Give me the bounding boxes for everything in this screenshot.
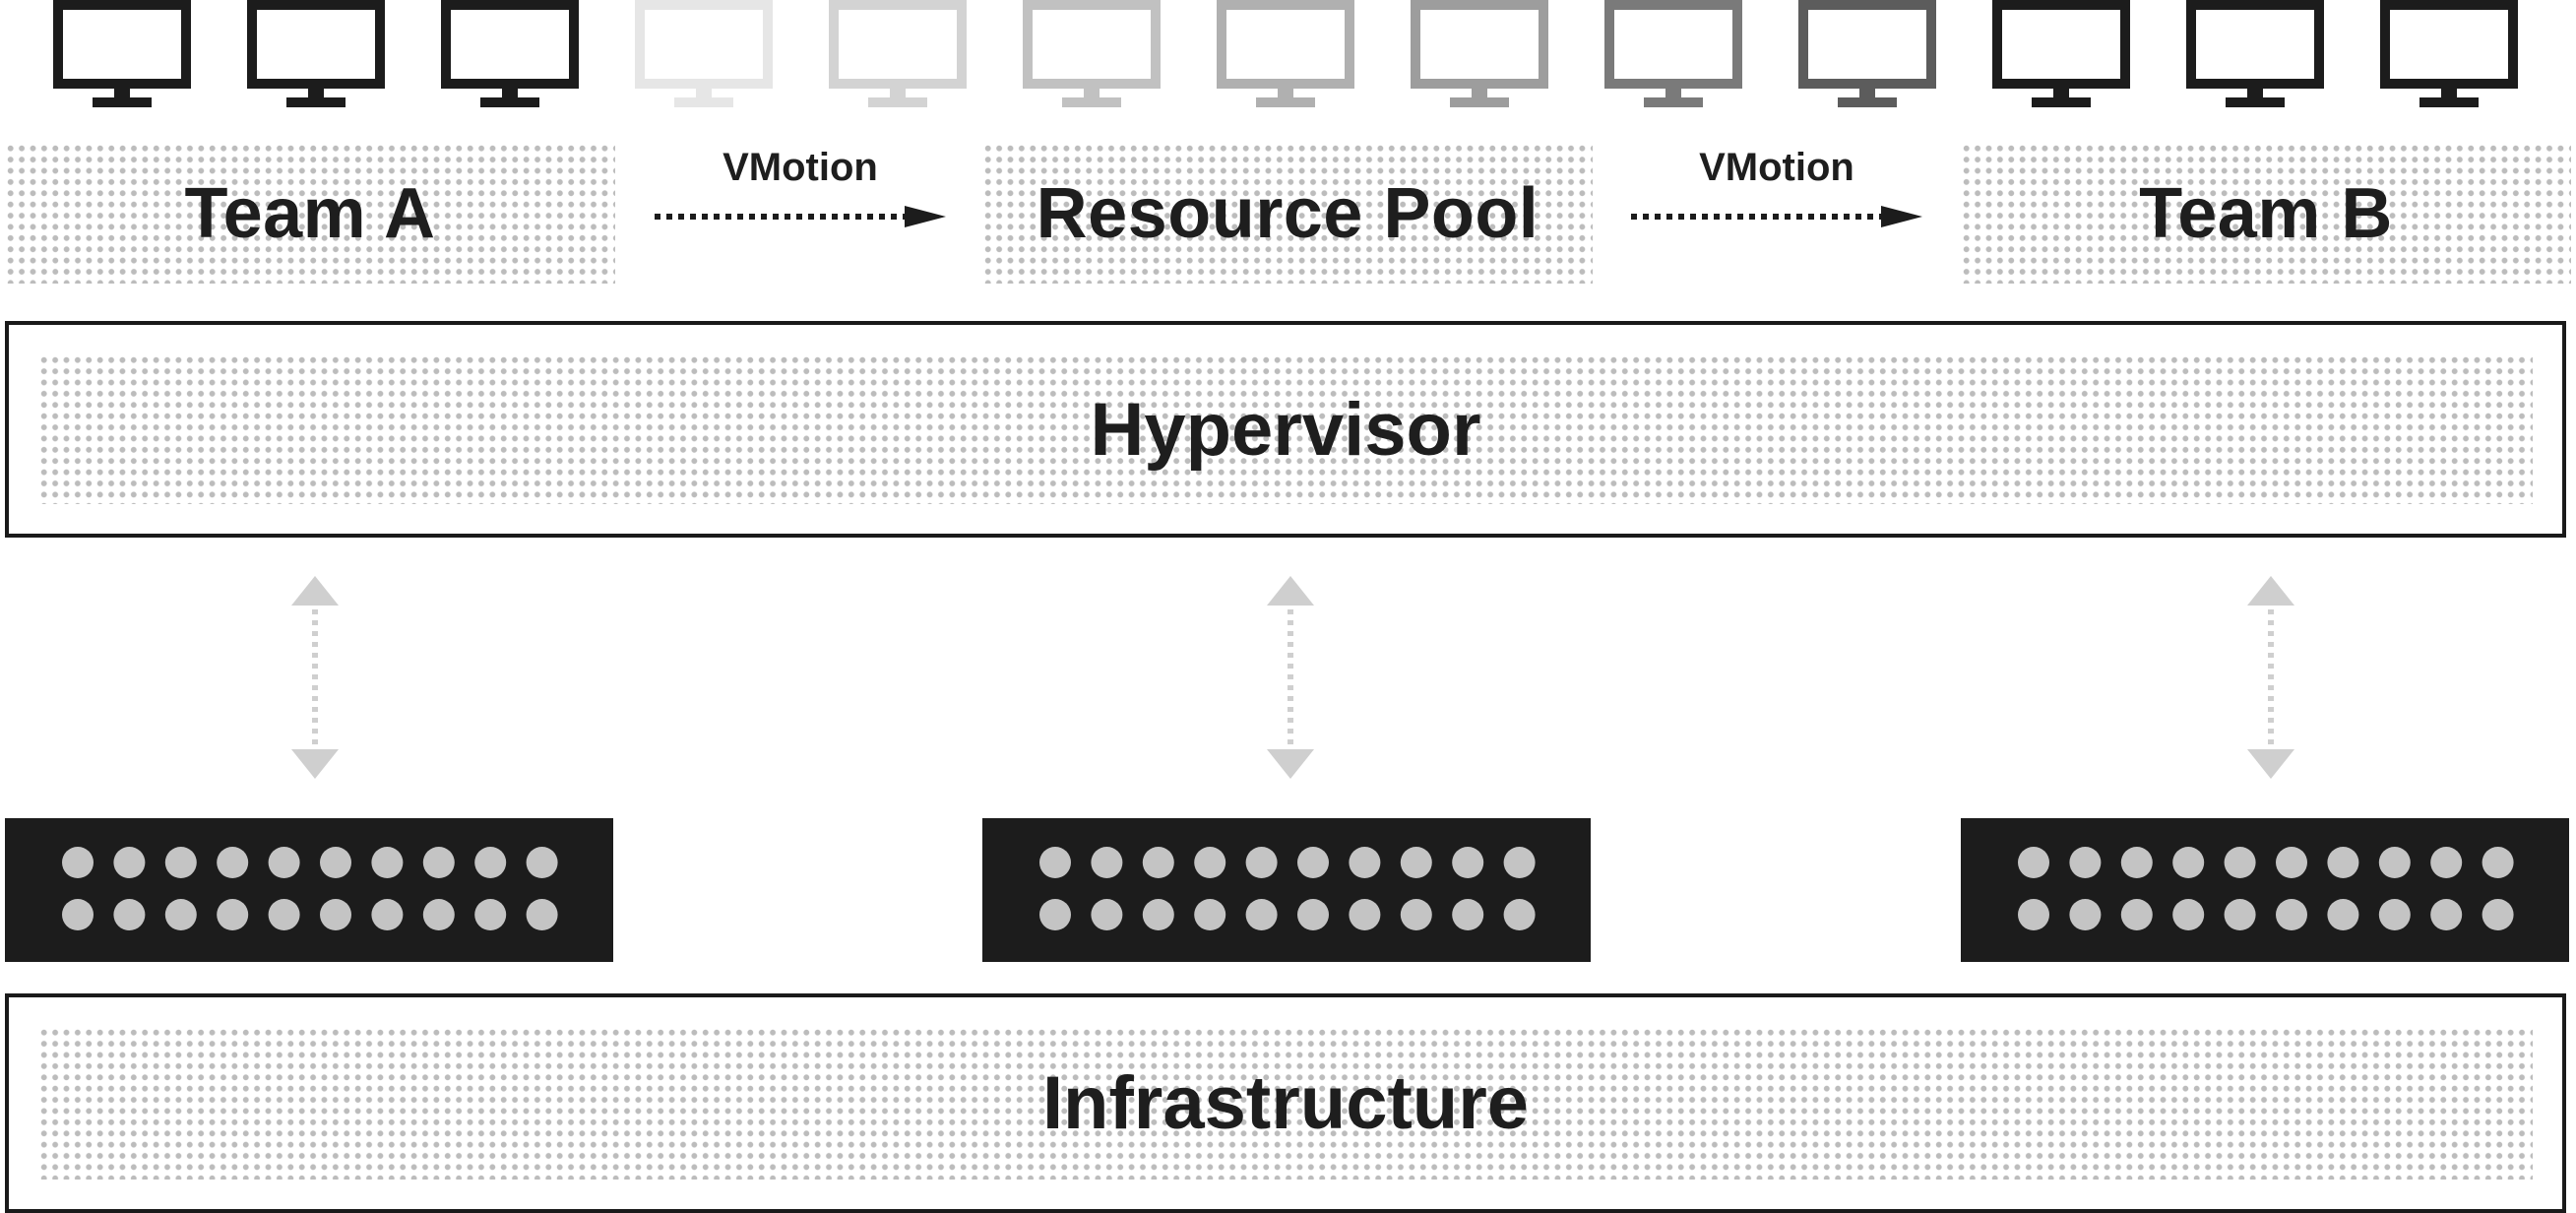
server-center (982, 818, 1591, 962)
hypervisor-layer: Hypervisor (5, 321, 2566, 538)
server-port (1452, 847, 1484, 878)
server-left (5, 818, 613, 962)
monitor-icon (1217, 0, 1354, 110)
server-port (2120, 899, 2153, 930)
monitor-icon (1604, 0, 1742, 110)
server-port (422, 847, 455, 878)
server-port (2482, 899, 2514, 930)
server-port (1452, 899, 1484, 930)
server-port (422, 899, 455, 930)
server-port (2327, 899, 2359, 930)
server-port (474, 899, 507, 930)
server-port (1503, 899, 1536, 930)
server-port (2276, 899, 2307, 930)
server-port (1400, 899, 1432, 930)
server-port (2430, 899, 2463, 930)
monitor-icon (247, 0, 385, 110)
server-port (1091, 847, 1123, 878)
server-port (1039, 847, 1071, 878)
vmotion-arrow-right: VMotion (1629, 146, 1924, 234)
hypervisor-label: Hypervisor (1090, 387, 1481, 472)
server-port (62, 847, 94, 878)
server-port (164, 847, 197, 878)
server-port (164, 899, 197, 930)
server-port (2018, 899, 2049, 930)
server-port (2172, 847, 2205, 878)
server-port (217, 899, 249, 930)
server-port (371, 847, 404, 878)
team-a-label: Team A (184, 173, 436, 253)
server-port (1245, 899, 1278, 930)
team-a-block: Team A (5, 143, 615, 284)
vmotion-arrow-left: VMotion (653, 146, 948, 234)
dotted-arrow-icon (1631, 206, 1922, 227)
link-arrow-right (2245, 576, 2296, 779)
server-port (1400, 847, 1432, 878)
infrastructure-fill: Infrastructure (38, 1027, 2533, 1180)
server-port (320, 847, 351, 878)
server-port (1194, 847, 1226, 878)
server-port (2224, 847, 2256, 878)
server-port (2018, 847, 2049, 878)
server-port (2069, 847, 2102, 878)
server-port (1503, 847, 1536, 878)
monitor-icon (1411, 0, 1548, 110)
team-b-block: Team B (1961, 143, 2571, 284)
server-port (526, 899, 558, 930)
server-port (1142, 847, 1174, 878)
monitor-icon (1023, 0, 1161, 110)
resource-pool-block: Resource Pool (982, 143, 1593, 284)
link-arrow-left (289, 576, 341, 779)
server-port (1349, 899, 1381, 930)
server-port (1297, 899, 1329, 930)
server-port (2378, 899, 2411, 930)
server-port (526, 847, 558, 878)
link-arrow-center (1265, 576, 1316, 779)
vmotion-label: VMotion (723, 146, 878, 189)
server-port (1091, 899, 1123, 930)
hypervisor-fill: Hypervisor (38, 354, 2533, 504)
server-port (474, 847, 507, 878)
server-port (62, 899, 94, 930)
server-port (2224, 899, 2256, 930)
monitor-icon (635, 0, 773, 110)
server-port (2482, 847, 2514, 878)
server-port (2120, 847, 2153, 878)
server-port (2276, 847, 2307, 878)
server-port (2327, 847, 2359, 878)
monitor-icon (1992, 0, 2130, 110)
server-port (1297, 847, 1329, 878)
resource-pool-label: Resource Pool (1036, 173, 1539, 253)
server-port (268, 847, 300, 878)
server-port (320, 899, 351, 930)
server-port (2430, 847, 2463, 878)
monitor-icon (2380, 0, 2518, 110)
server-port (1142, 899, 1174, 930)
server-right (1961, 818, 2569, 962)
infrastructure-label: Infrastructure (1041, 1061, 1530, 1145)
server-port (1349, 847, 1381, 878)
dotted-arrow-icon (655, 206, 946, 227)
server-port (1194, 899, 1226, 930)
monitor-icon (1798, 0, 1936, 110)
vmotion-label: VMotion (1699, 146, 1854, 189)
monitor-icon (441, 0, 579, 110)
server-port (2069, 899, 2102, 930)
server-port (217, 847, 249, 878)
server-port (268, 899, 300, 930)
server-port (113, 847, 146, 878)
infrastructure-layer: Infrastructure (5, 993, 2566, 1213)
server-port (371, 899, 404, 930)
server-port (2378, 847, 2411, 878)
monitor-icon (2186, 0, 2324, 110)
server-port (1245, 847, 1278, 878)
server-port (1039, 899, 1071, 930)
team-b-label: Team B (2139, 173, 2393, 253)
monitor-icon (829, 0, 967, 110)
monitor-icon (53, 0, 191, 110)
server-port (2172, 899, 2205, 930)
server-port (113, 899, 146, 930)
